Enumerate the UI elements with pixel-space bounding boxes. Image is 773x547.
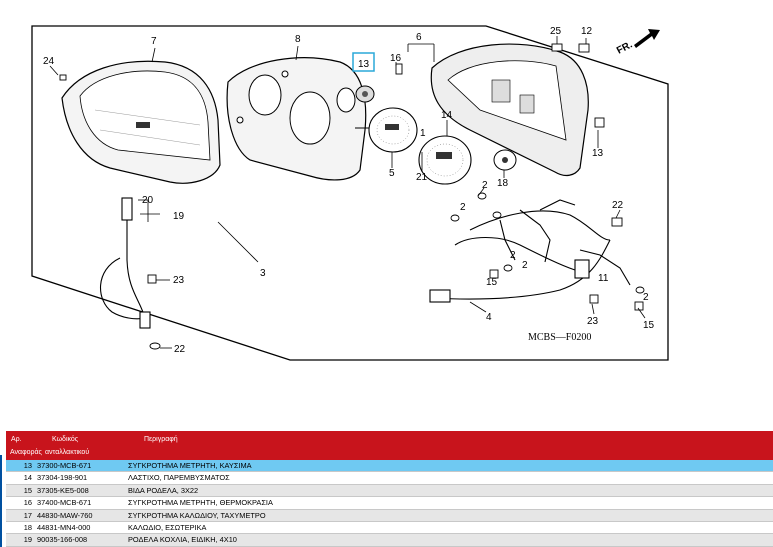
fasteners: [59, 43, 645, 350]
header-ref-line2: Αναφοράς: [10, 449, 42, 456]
row-ref: 13: [23, 461, 32, 470]
row-code: 37305-KE5-008: [37, 485, 89, 495]
callout-20: 22: [612, 200, 624, 211]
part-17-speedometer-cable[interactable]: [99, 197, 151, 329]
callout-2b: 2: [460, 202, 466, 213]
part-8-meter-case[interactable]: [226, 57, 367, 181]
callout-15b: 15: [643, 320, 655, 331]
header-code-line1: Κωδικός: [52, 436, 79, 443]
row-code: 37304-198-901: [37, 473, 88, 483]
header-code-line2: ανταλλακτικού: [45, 449, 90, 456]
callout-7: 7: [151, 36, 157, 47]
row-code: 44830-MAW-760: [37, 510, 93, 520]
row-code: 90035-166-008: [37, 535, 88, 545]
left-accent-bar: [0, 455, 2, 547]
row-ref: 18: [23, 522, 32, 532]
table-row[interactable]: 19 90035-166-008 ΡΟΔΕΛΑ ΚΟΧΛΙΑ, ΕΙΔΙΚΗ, …: [6, 534, 773, 547]
table-row[interactable]: 15 37305-KE5-008 ΒΙΔΑ ΡΟΔΕΛΑ, 3Χ22: [6, 484, 773, 498]
diagram-code: MCBS—F0200: [528, 332, 591, 343]
callout-12: 14: [441, 110, 453, 121]
callout-11: 13: [592, 148, 604, 159]
callout-2c: 2: [510, 250, 516, 261]
callout-16: 18: [497, 178, 509, 189]
row-code: 44831-MN4-000: [37, 522, 91, 532]
row-desc: ΣΥΓΚΡΟΤΗΜΑ ΜΕΤΡΗΤΗ, ΚΑΥΣΙΜΑ: [128, 461, 252, 470]
part-16-temperature-gauge[interactable]: [493, 149, 517, 171]
table-row[interactable]: 14 37304-198-901 ΛΑΣΤΙΧΟ, ΠΑΡΕΜΒΥΣΜΑΤΟΣ: [6, 472, 773, 485]
row-ref: 15: [23, 485, 32, 495]
callout-numbers: 7 8 13 6 16 24 25 12 13 14 5 21 18 2 2 2…: [43, 26, 655, 355]
table-row[interactable]: 18 44831-MN4-000 ΚΑΛΩΔΙΟ, ΕΣΩΤΕΡΙΚΑ: [6, 521, 773, 535]
table-header: Αρ. Αναφοράς Κωδικός ανταλλακτικού Περιγ…: [6, 431, 773, 460]
callout-9: 11: [598, 273, 609, 284]
callout-13-highlight[interactable]: [352, 52, 375, 72]
row-ref: 14: [23, 473, 32, 483]
front-direction-arrow: FR.: [615, 29, 660, 57]
table-row[interactable]: 16 37400-MCB-671 ΣΥΓΚΡΟΤΗΜΑ ΜΕΤΡΗΤΗ, ΘΕΡ…: [6, 497, 773, 510]
callout-21: 22: [174, 344, 186, 355]
callout-22: 23: [173, 275, 185, 286]
row-desc: ΣΥΓΚΡΟΤΗΜΑ ΚΑΛΩΔΙΟΥ, ΤΑΧΥΜΕΤΡΟ: [128, 510, 266, 520]
row-desc: ΛΑΣΤΙΧΟ, ΠΑΡΕΜΒΥΣΜΑΤΟΣ: [128, 473, 230, 483]
callout-14: 16: [390, 53, 402, 64]
callout-2d: 2: [522, 260, 528, 271]
callout-13: 13: [358, 59, 370, 70]
callout-6: 6: [416, 32, 422, 43]
row-desc: ΒΙΔΑ ΡΟΔΕΛΑ, 3Χ22: [128, 485, 199, 495]
callout-4: 4: [486, 312, 492, 323]
row-ref: 16: [23, 498, 32, 508]
exploded-parts-diagram: FR. 7 8 13 6 16 24 25 12 13 14 5 21 18 2…: [31, 25, 669, 361]
row-code: 37300-MCB-671: [37, 461, 92, 470]
callout-2e: 2: [643, 292, 649, 303]
part-5-speedometer[interactable]: [355, 107, 418, 153]
diagram-frame: [31, 25, 669, 361]
table-row[interactable]: 13 37300-MCB-671 ΣΥΓΚΡΟΤΗΜΑ ΜΕΤΡΗΤΗ, ΚΑΥ…: [6, 460, 773, 473]
part-1-meter-housing[interactable]: [430, 43, 589, 177]
row-code: 37400-MCB-671: [37, 498, 92, 508]
callout-15a: 15: [486, 277, 498, 288]
header-ref-line1: Αρ.: [11, 436, 22, 443]
table-row[interactable]: 17 44830-MAW-760 ΣΥΓΚΡΟΤΗΜΑ ΚΑΛΩΔΙΟΥ, ΤΑ…: [6, 509, 773, 522]
fr-label: FR.: [615, 39, 635, 56]
callout-5: 5: [389, 168, 395, 179]
parts-table: Αρ. Αναφοράς Κωδικός ανταλλακτικού Περιγ…: [6, 431, 773, 547]
part-4-wire-harness[interactable]: [429, 199, 631, 303]
callout-18: 20: [142, 195, 154, 206]
row-ref: 19: [23, 535, 32, 545]
callout-19: 21: [416, 172, 428, 183]
callout-8: 8: [295, 34, 301, 45]
header-description: Περιγραφή: [144, 436, 178, 443]
diagram-canvas: FR. 7 8 13 6 16 24 25 12 13 14 5 21 18 2…: [31, 25, 669, 361]
callout-17: 19: [173, 211, 185, 222]
row-ref: 17: [23, 510, 32, 520]
callout-25: 25: [550, 26, 562, 37]
row-desc: ΡΟΔΕΛΑ ΚΟΧΛΙΑ, ΕΙΔΙΚΗ, 4Χ10: [128, 535, 237, 545]
leader-lines: [49, 36, 646, 349]
callout-23: 23: [587, 316, 599, 327]
part-13-fuel-gauge[interactable]: [355, 85, 375, 103]
callout-24: 24: [43, 56, 55, 67]
row-desc: ΚΑΛΩΔΙΟ, ΕΣΩΤΕΡΙΚΑ: [128, 522, 207, 532]
row-desc: ΣΥΓΚΡΟΤΗΜΑ ΜΕΤΡΗΤΗ, ΘΕΡΜΟΚΡΑΣΙΑ: [128, 498, 273, 508]
callout-3: 3: [260, 268, 266, 279]
callout-1: 1: [420, 128, 426, 139]
part-7-meter-cover[interactable]: [61, 60, 221, 184]
callout-2a: 2: [482, 180, 488, 191]
callout-10: 12: [581, 26, 593, 37]
part-12-tachometer[interactable]: [418, 135, 472, 185]
